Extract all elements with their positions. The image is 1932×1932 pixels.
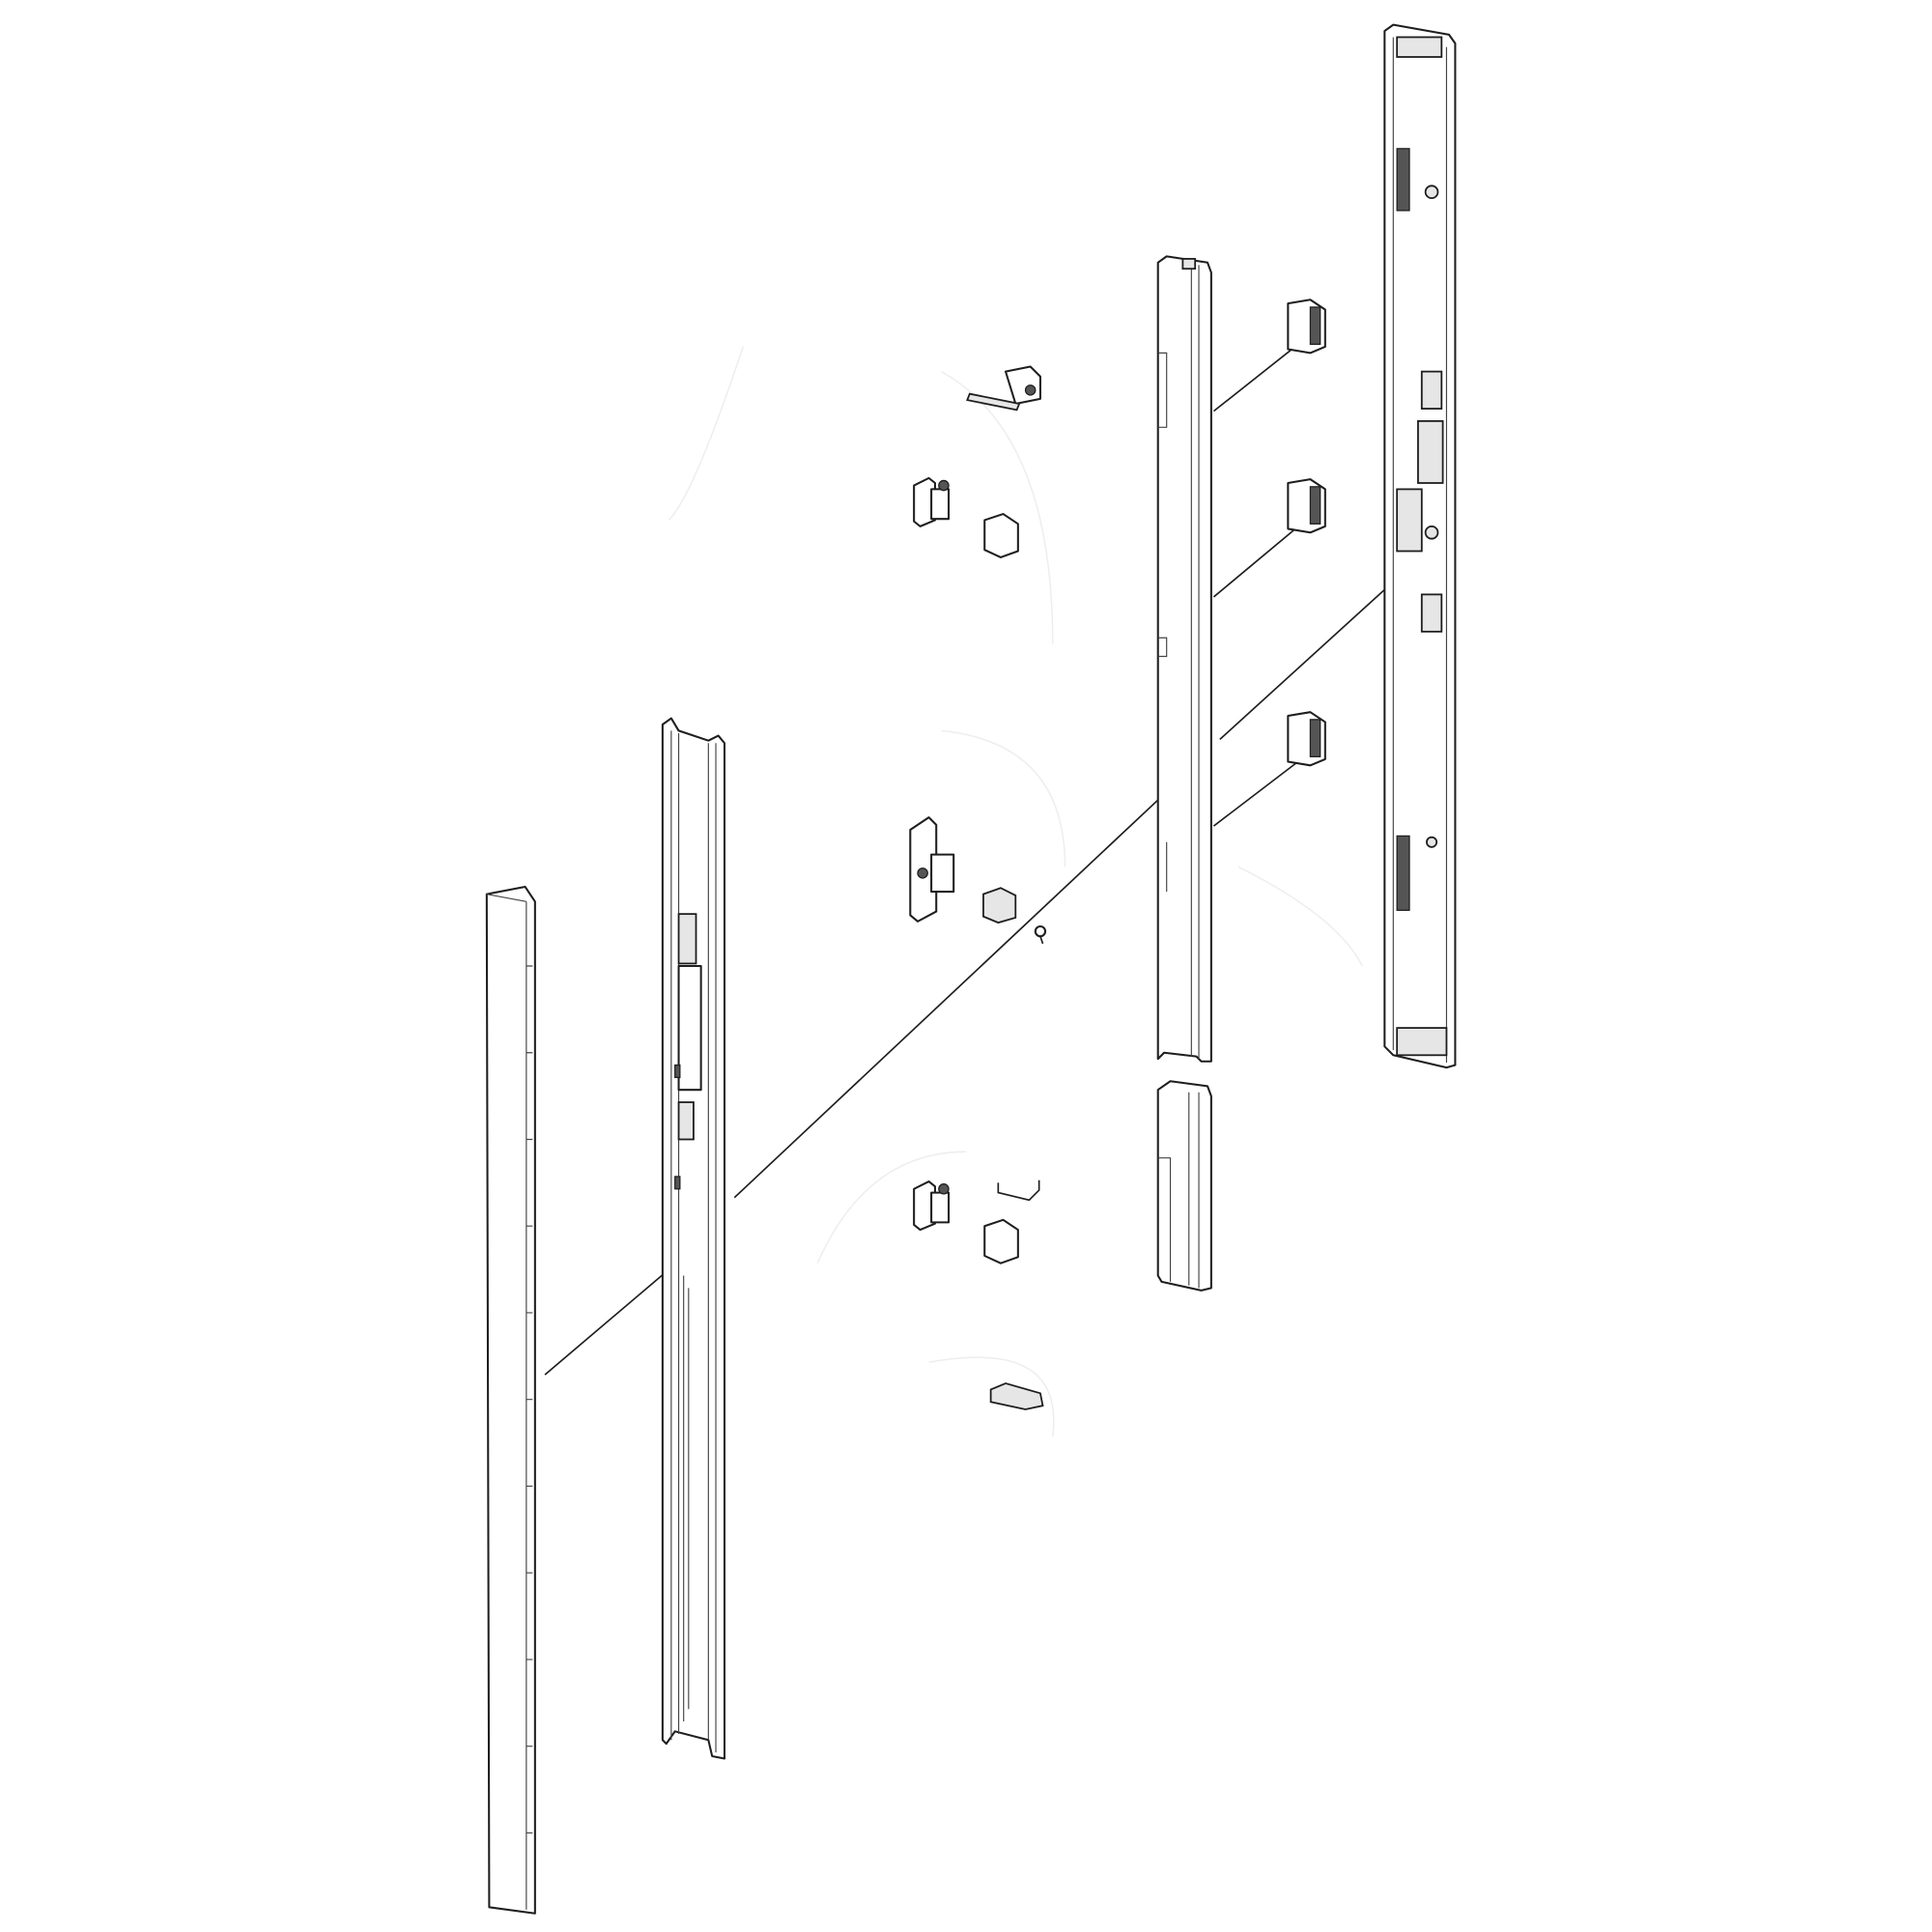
- lower-bar-piece: [1156, 1080, 1212, 1292]
- cap: [982, 887, 1017, 924]
- door-channel: [661, 717, 726, 1760]
- end-cap: [989, 1382, 1044, 1410]
- cap: [983, 1218, 1019, 1264]
- clip: [1287, 298, 1326, 355]
- middle-bar: [1156, 255, 1212, 1063]
- hinge-bracket: [913, 476, 951, 527]
- cap: [983, 513, 1019, 558]
- screw: [1034, 924, 1047, 945]
- hinge-bracket: [909, 816, 955, 923]
- clip: [1287, 478, 1326, 534]
- clip: [1287, 711, 1326, 767]
- pin-and-clip: [966, 365, 1041, 412]
- rear-rail: [1383, 23, 1457, 1069]
- front-trim-strip: [485, 885, 536, 1915]
- faint-guide-curves: [668, 346, 1363, 1437]
- hinge-bracket: [913, 1180, 951, 1232]
- spring: [997, 1179, 1040, 1202]
